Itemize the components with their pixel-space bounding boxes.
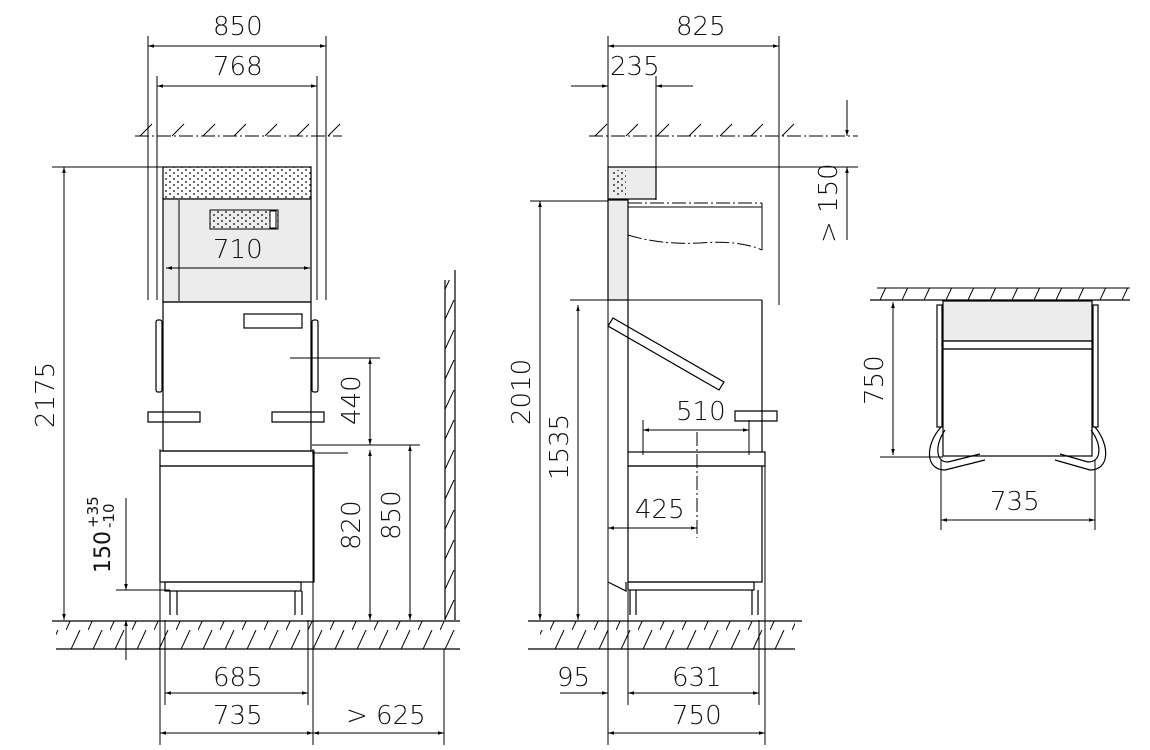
side-view: 825 235 > 150 2010 15 [507,12,858,745]
dim-reach-510: 510 [676,397,726,427]
dim-top-depth-750: 750 [860,355,890,405]
dim-total-height-2175: 2175 [31,362,61,428]
dim-feet-width-685: 685 [213,663,263,693]
dim-table-height-820: 820 [337,500,367,550]
dim-hood-width-768: 768 [213,52,263,82]
dim-hood-open-440: 440 [337,375,367,425]
dim-table-height-850: 850 [377,490,407,540]
dim-top-width-735: 735 [990,487,1040,517]
dim-open-height-1535: 1535 [545,414,575,480]
dim-reach-425: 425 [635,495,685,525]
dim-base-depth-750: 750 [672,701,722,731]
dim-front-width-850: 850 [213,12,263,42]
dim-inner-width-710: 710 [213,235,263,265]
dim-foot-tol-minus: -10 [100,504,118,529]
dim-base-width-735: 735 [213,701,263,731]
dim-foot-height-150: 150 [91,531,116,573]
dim-hood-depth-235: 235 [610,52,660,82]
front-view: 850 768 710 2175 [31,12,460,745]
dim-foot-tol-plus: +35 [84,496,102,528]
top-view: 750 735 [860,287,1130,530]
dim-side-depth-825: 825 [676,12,726,42]
dim-ceiling-clearance-150: > 150 [814,163,844,243]
dim-offset-95: 95 [557,663,590,693]
dim-side-height-2010: 2010 [507,359,537,425]
dim-wall-clearance-625: > 625 [346,701,426,731]
dim-feet-depth-631: 631 [672,663,722,693]
